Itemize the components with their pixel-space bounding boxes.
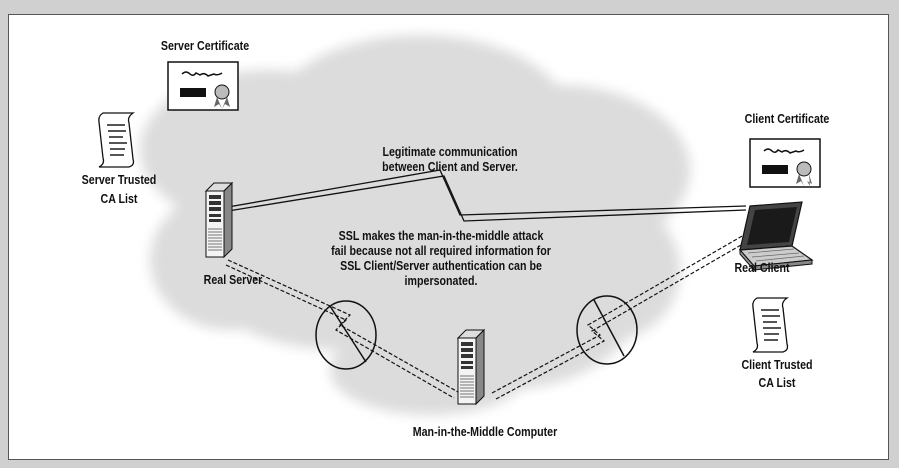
real-client-laptop-icon <box>738 201 814 272</box>
client-certificate-label: Client Certificate <box>744 111 830 126</box>
attack-link-left-2 <box>225 264 455 399</box>
real-server-label: Real Server <box>203 272 263 287</box>
legit-communication-link-inner <box>227 175 747 222</box>
server-scroll-icon <box>98 112 136 168</box>
client-trusted-ca-label-line1: Client Trusted <box>741 357 813 372</box>
real-client-label: Real Client <box>734 260 790 275</box>
client-trusted-ca-label-line2: CA List <box>758 375 796 390</box>
ssl-explanation-line1: SSL makes the man-in-the-middle attack <box>338 228 544 243</box>
legit-communication-label-line2: between Client and Server. <box>382 159 518 174</box>
server-trusted-ca-label-line2: CA List <box>100 191 138 206</box>
prohibited-icon-right <box>576 295 638 365</box>
mitm-label: Man-in-the-Middle Computer <box>412 424 558 439</box>
ssl-explanation-line4: impersonated. <box>404 273 478 288</box>
client-certificate-icon <box>749 138 821 188</box>
real-server-icon <box>204 181 234 259</box>
legit-communication-label-line1: Legitimate communication <box>382 144 518 159</box>
attack-link-left <box>227 259 459 393</box>
ssl-explanation-line2: fail because not all required informatio… <box>331 243 551 258</box>
mitm-server-icon <box>456 328 486 406</box>
legit-communication-link <box>227 169 747 216</box>
server-certificate-label: Server Certificate <box>160 38 250 53</box>
client-scroll-icon <box>752 297 790 353</box>
prohibited-icon-left <box>315 300 377 370</box>
server-certificate-icon <box>167 61 239 111</box>
server-trusted-ca-label-line1: Server Trusted <box>81 172 157 187</box>
attack-link-right-2 <box>495 240 749 400</box>
ssl-explanation-line3: SSL Client/Server authentication can be <box>340 258 542 273</box>
attack-link-right <box>491 234 745 394</box>
